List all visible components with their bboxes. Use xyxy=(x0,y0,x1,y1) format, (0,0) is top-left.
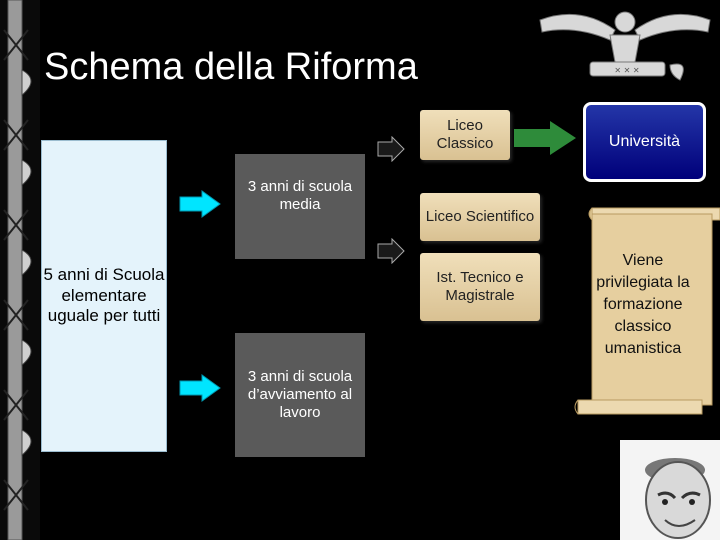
box-scuola-avviamento-label: 3 anni di scuola d’avviamento al lavoro xyxy=(247,368,353,421)
scroll-note xyxy=(574,207,720,415)
gentile-portrait-icon xyxy=(620,440,720,540)
box-scuola-media-label: 3 anni di scuola media xyxy=(247,178,353,213)
box-istituto-tecnico: Ist. Tecnico e Magistrale xyxy=(420,253,540,321)
box-universita-label: Università xyxy=(608,133,681,151)
box-liceo-scientifico: Liceo Scientifico xyxy=(420,193,540,241)
box-liceo-classico-label: Liceo Classico xyxy=(436,117,494,152)
arrow-media-classico xyxy=(377,136,405,162)
box-universita: Università xyxy=(583,102,706,182)
arrow-elementare-avviamento xyxy=(179,374,221,402)
fasces-strip xyxy=(0,0,40,540)
page-title: Schema della Riforma xyxy=(44,46,418,88)
eagle-emblem-icon: ✕ ✕ ✕ xyxy=(539,11,711,81)
box-liceo-classico: Liceo Classico xyxy=(420,110,510,160)
box-liceo-scientifico-label: Liceo Scientifico xyxy=(425,208,535,225)
box-istituto-tecnico-label: Ist. Tecnico e Magistrale xyxy=(436,269,524,304)
box-scuola-media: 3 anni di scuola media xyxy=(235,154,365,259)
box-scuola-avviamento: 3 anni di scuola d’avviamento al lavoro xyxy=(235,333,365,457)
scroll-note-text: Viene privilegiata la formazione classic… xyxy=(596,252,690,357)
arrow-classico-universita xyxy=(514,121,576,155)
arrow-elementare-media xyxy=(179,190,221,218)
box-scuola-elementare-label: 5 anni di Scuola elementare uguale per t… xyxy=(43,265,165,326)
arrow-media-tecnico xyxy=(377,238,405,264)
svg-text:✕ ✕ ✕: ✕ ✕ ✕ xyxy=(614,66,639,75)
box-scuola-elementare: 5 anni di Scuola elementare uguale per t… xyxy=(41,140,167,452)
